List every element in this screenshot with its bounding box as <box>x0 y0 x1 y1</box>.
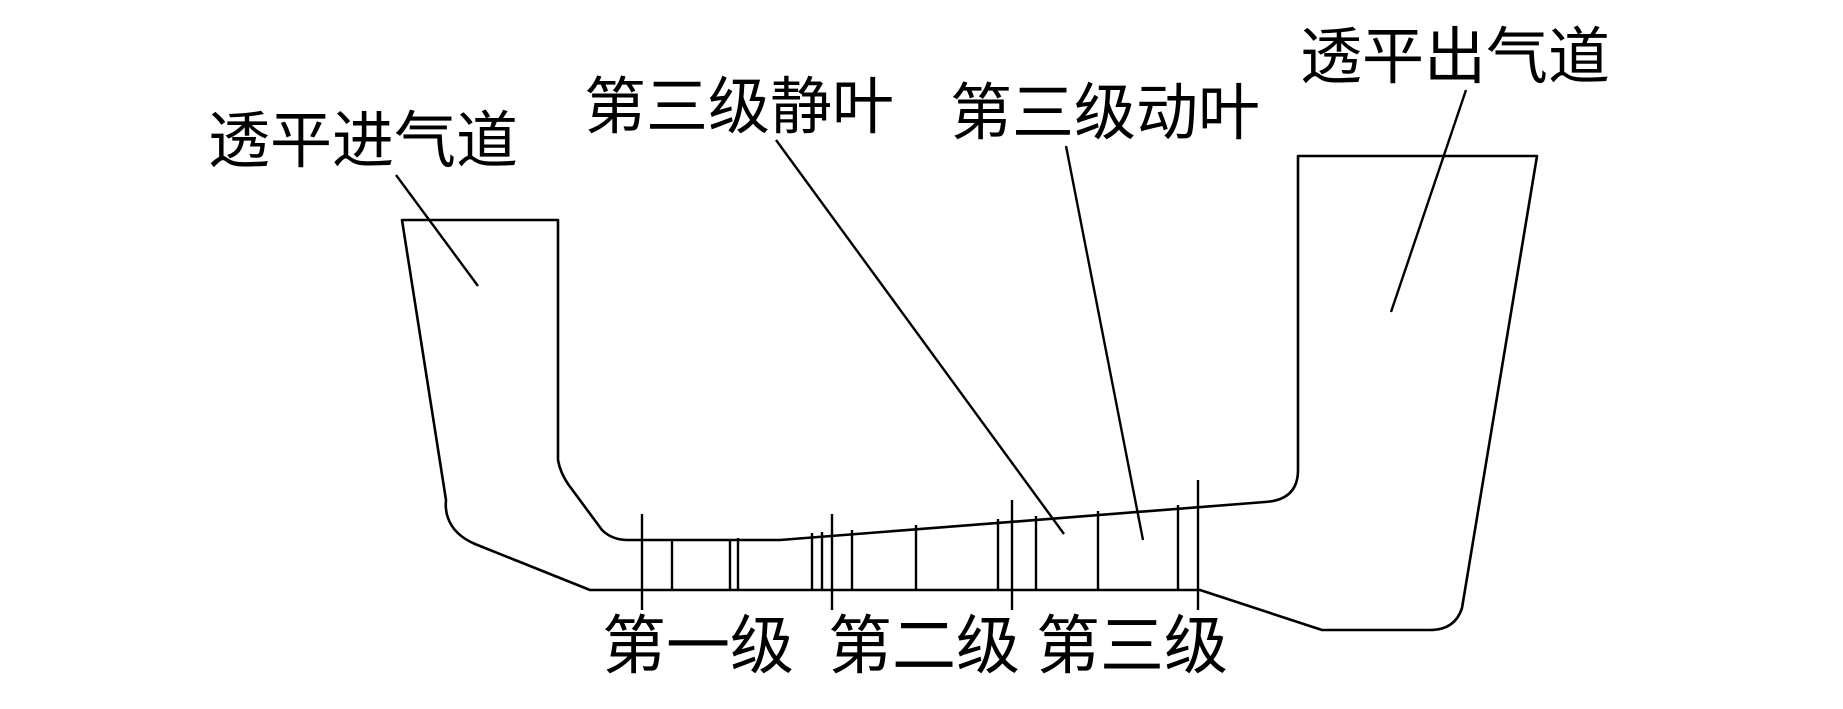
blade-rows <box>670 505 1180 590</box>
inlet-duct-leader <box>395 174 479 287</box>
stage1-label: 第一级 <box>602 610 794 684</box>
stage3-rotor-leader <box>1064 145 1145 541</box>
outlet-duct-leader <box>1389 89 1468 313</box>
stage3-label: 第三级 <box>1036 610 1228 684</box>
stage-dividers <box>640 480 1200 610</box>
inlet-duct-label: 透平进气道 <box>208 104 518 177</box>
stage3-stator-leader <box>775 139 1065 535</box>
inlet-duct-outline <box>400 154 1539 632</box>
leader-lines <box>395 89 1468 541</box>
outlet-duct-label: 透平出气道 <box>1300 20 1610 93</box>
stage2-label: 第二级 <box>828 610 1020 684</box>
stage3-rotor-label: 第三级动叶 <box>950 76 1260 149</box>
stage3-stator-label: 第三级静叶 <box>584 70 894 143</box>
